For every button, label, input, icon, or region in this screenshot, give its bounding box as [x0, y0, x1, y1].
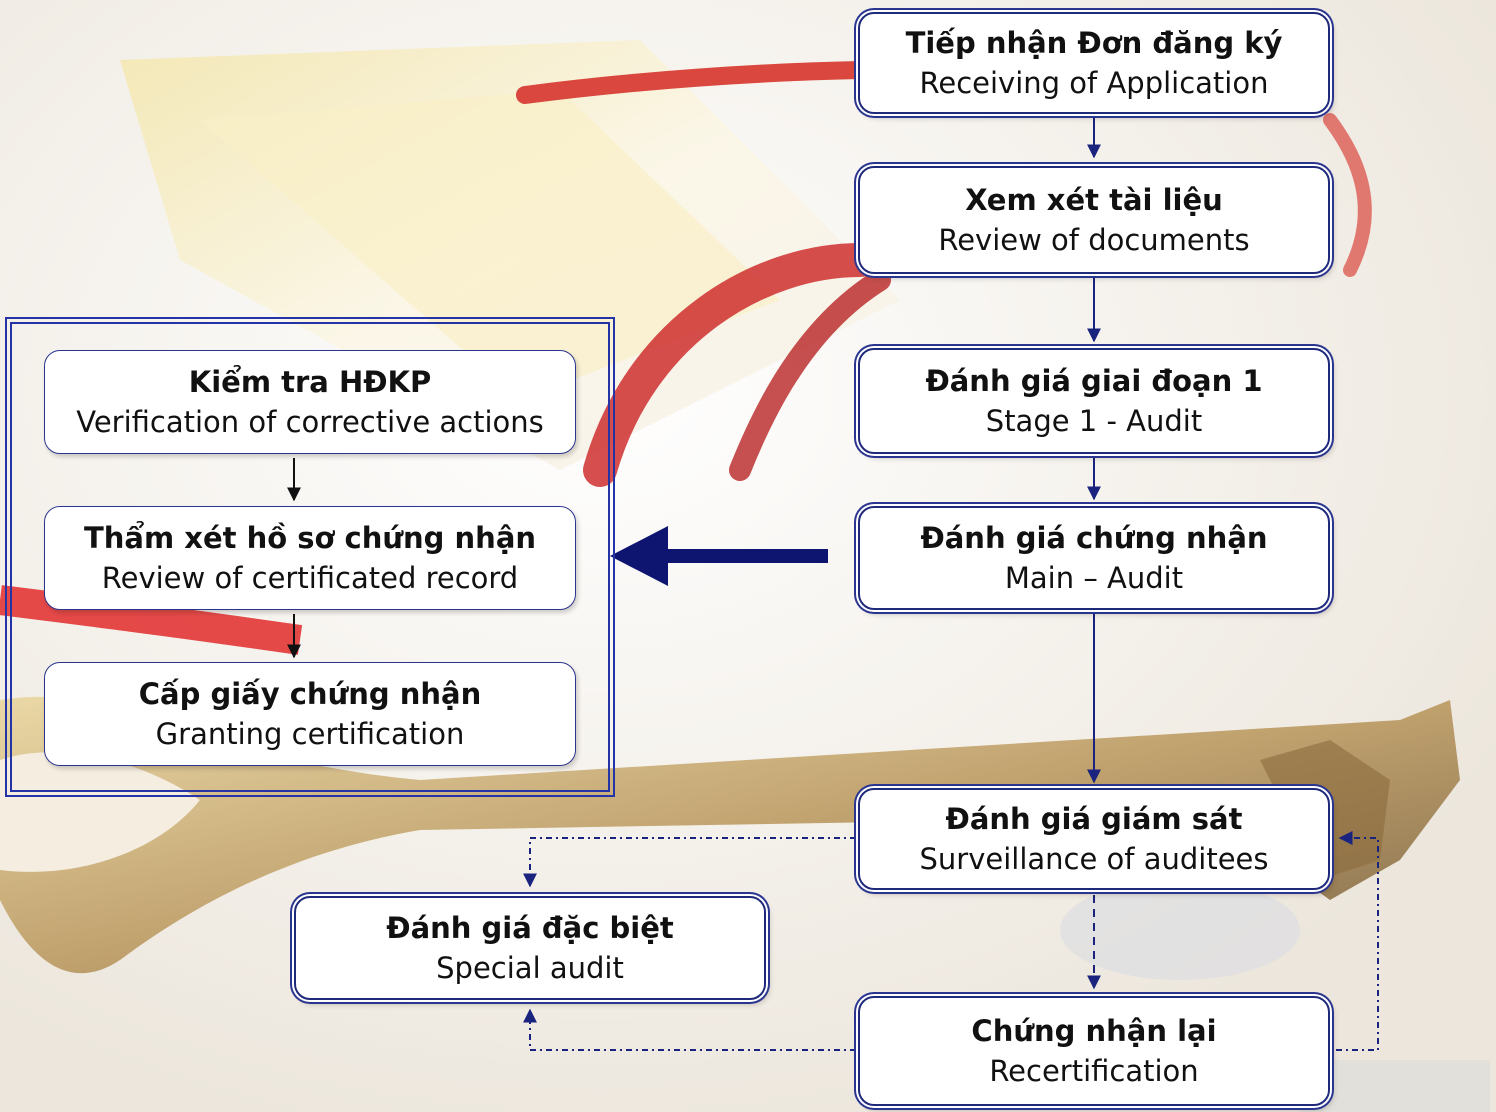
node-title-vi: Chứng nhận lại	[971, 1011, 1216, 1051]
node-title-vi: Kiểm tra HĐKP	[189, 362, 432, 402]
node-title-en: Special audit	[436, 948, 624, 988]
node-title-en: Review of documents	[938, 220, 1249, 260]
node-review-certificated-record[interactable]: Thẩm xét hồ sơ chứng nhận Review of cert…	[44, 506, 576, 610]
node-title-vi: Đánh giá đặc biệt	[386, 908, 673, 948]
node-title-vi: Tiếp nhận Đơn đăng ký	[906, 23, 1283, 63]
node-title-vi: Đánh giá chứng nhận	[920, 518, 1267, 558]
node-title-en: Receiving of Application	[920, 63, 1269, 103]
node-title-vi: Xem xét tài liệu	[965, 180, 1223, 220]
node-verification-corrective-actions[interactable]: Kiểm tra HĐKP Verification of corrective…	[44, 350, 576, 454]
node-recertification[interactable]: Chứng nhận lại Recertification	[858, 996, 1330, 1106]
node-title-en: Surveillance of auditees	[920, 839, 1269, 879]
node-title-en: Stage 1 - Audit	[986, 401, 1202, 441]
node-title-en: Granting certification	[156, 714, 465, 754]
node-granting-certification[interactable]: Cấp giấy chứng nhận Granting certificati…	[44, 662, 576, 766]
node-title-vi: Thẩm xét hồ sơ chứng nhận	[84, 518, 536, 558]
node-title-en: Review of certificated record	[102, 558, 518, 598]
node-title-en: Recertification	[989, 1051, 1198, 1091]
node-title-en: Verification of corrective actions	[76, 402, 544, 442]
node-title-en: Main – Audit	[1005, 558, 1183, 598]
node-stage1-audit[interactable]: Đánh giá giai đoạn 1 Stage 1 - Audit	[858, 348, 1330, 454]
node-title-vi: Đánh giá giai đoạn 1	[925, 361, 1262, 401]
node-surveillance[interactable]: Đánh giá giám sát Surveillance of audite…	[858, 788, 1330, 890]
node-special-audit[interactable]: Đánh giá đặc biệt Special audit	[294, 896, 766, 1000]
node-title-vi: Đánh giá giám sát	[946, 799, 1243, 839]
node-review-documents[interactable]: Xem xét tài liệu Review of documents	[858, 166, 1330, 274]
node-title-vi: Cấp giấy chứng nhận	[139, 674, 481, 714]
node-receiving-application[interactable]: Tiếp nhận Đơn đăng ký Receiving of Appli…	[858, 12, 1330, 114]
node-main-audit[interactable]: Đánh giá chứng nhận Main – Audit	[858, 506, 1330, 610]
